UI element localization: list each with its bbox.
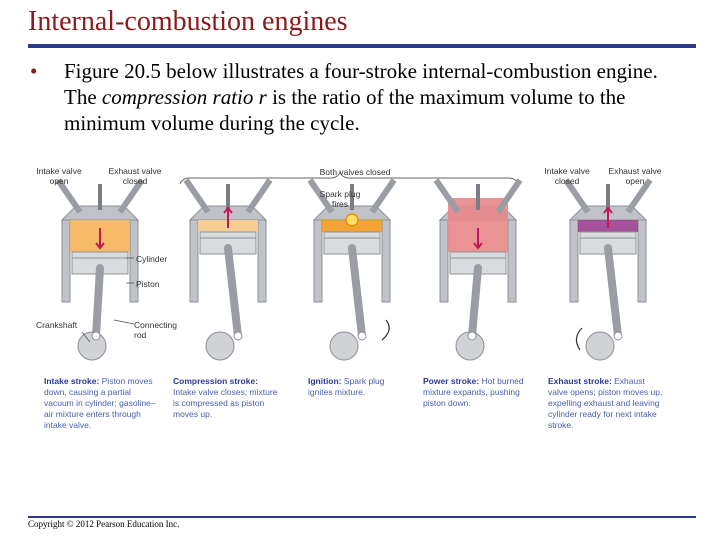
rotation-arrow-ignition [382,320,389,340]
caption-intake: Intake stroke: Piston moves down, causin… [44,376,162,431]
caption-compression-body: Intake valve closes; mixture is compress… [173,387,277,419]
connecting-rod-intake [96,268,100,336]
label-exhaust-valve-open: Exhaust valve open [604,166,666,186]
label-exhaust-valve-closed: Exhaust valve closed [100,166,170,186]
label-piston: Piston [136,279,176,289]
copyright-text: Copyright © 2012 Pearson Education Inc. [28,519,179,529]
connecting-rod-ignition [352,248,362,336]
cylinder-wall-right-ignition [382,220,390,302]
slide-title: Internal-combustion engines [28,6,348,38]
crankshaft-exhaust [586,332,614,360]
footer-rule [28,516,696,518]
cylinder-wall-left-intake [62,220,70,302]
cylinder-wall-left-compression [190,220,198,302]
caption-power-head: Power stroke: [423,376,479,386]
caption-exhaust: Exhaust stroke: Exhaust valve opens; pis… [548,376,664,431]
cylinder-wall-right-power [508,220,516,302]
caption-ignition: Ignition: Spark plug ignites mixture. [308,376,402,398]
caption-compression: Compression stroke: Intake valve closes;… [173,376,283,420]
title-rule [28,44,696,48]
crank-pin-exhaust [614,332,622,340]
caption-exhaust-head: Exhaust stroke: [548,376,612,386]
bullet-marker: • [30,58,37,84]
valve-right-ignition [372,180,394,212]
bullet-text-emphasis: compression ratio r [102,85,267,109]
valve-left-compression [186,180,208,212]
crank-pin-intake [92,332,100,340]
valve-right-power [498,180,520,212]
label-connecting-rod: Connecting rod [134,320,186,340]
valve-right-compression [248,180,270,212]
caption-compression-head: Compression stroke: [173,376,258,386]
valve-left-power [436,180,458,212]
connecting-rod-compression [228,248,238,336]
rotation-arrow-exhaust [576,328,582,350]
label-spark-plug-fires: Spark plug fires [318,189,362,209]
label-both-valves-closed: Both valves closed [305,167,405,177]
cylinder-wall-right-compression [258,220,266,302]
caption-power: Power stroke: Hot burned mixture expands… [423,376,539,409]
crank-pin-ignition [358,332,366,340]
label-cylinder: Cylinder [136,254,176,264]
leader-connecting-rod [114,320,134,324]
connecting-rod-power [472,268,478,336]
label-intake-valve-open: Intake valve open [30,166,88,186]
crank-pin-power [468,332,476,340]
connecting-rod-exhaust [608,248,618,336]
label-crankshaft: Crankshaft [36,320,96,330]
bullet-text: Figure 20.5 below illustrates a four-str… [64,58,692,136]
crankshaft-compression [206,332,234,360]
engine-cycle-figure: Intake valve open Exhaust valve closed B… [30,160,690,450]
cylinder-wall-left-exhaust [570,220,578,302]
crank-pin-compression [234,332,242,340]
cylinder-wall-right-exhaust [638,220,646,302]
cylinder-wall-left-ignition [314,220,322,302]
cylinder-wall-left-power [440,220,448,302]
spark-flash [346,214,358,226]
caption-ignition-head: Ignition: [308,376,342,386]
label-intake-valve-closed: Intake valve closed [536,166,598,186]
crankshaft-ignition [330,332,358,360]
caption-intake-head: Intake stroke: [44,376,99,386]
